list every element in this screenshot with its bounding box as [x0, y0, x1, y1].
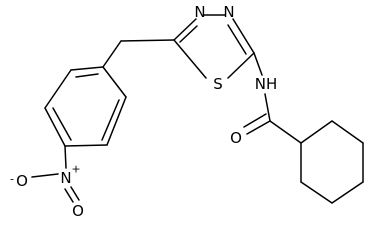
bond-ar2-ar3-inner [101, 99, 120, 141]
bond-ar1-ar2 [102, 66, 127, 98]
bond-nh-co [264, 93, 271, 122]
atom-label-s: S [213, 75, 223, 93]
bond-n3-c2 [232, 18, 255, 54]
bond-cy1-cy2 [300, 120, 333, 144]
bond-s-c5 [173, 39, 207, 79]
molecule-structure-diagram: N N S NH O N + O O - [10, 3, 364, 220]
atom-label-n3: N [223, 3, 234, 21]
bond-c5-ch2 [120, 39, 175, 42]
bonds [31, 14, 364, 204]
bond-nitro-n-o-double-b [64, 188, 74, 203]
atom-label-carbonyl-o: O [230, 129, 242, 147]
bond-n3-c2-inner [227, 24, 247, 55]
bond-cy5-cy6 [300, 181, 333, 204]
atom-label-n4: N [194, 3, 205, 21]
bond-c2-nh [253, 52, 263, 76]
bond-ar4-ar5-inner [52, 107, 72, 141]
bond-ch2-ar [102, 40, 122, 68]
bond-ar6-ar1-inner [75, 73, 99, 78]
bond-co-cy1 [269, 120, 302, 144]
atom-label-nh: NH [255, 75, 278, 93]
atom-label-nitro-n: N [60, 169, 71, 187]
bond-ar3-ar4 [64, 144, 108, 147]
charge-label-nitro-o-single: - [10, 173, 14, 186]
bond-ar6-ar1 [70, 66, 104, 71]
atom-labels: N N S NH O N + O O - [10, 3, 277, 220]
bond-co-o-a [246, 120, 271, 135]
bond-ar5-ar6 [44, 69, 72, 109]
bond-ar4-nitro-n [64, 145, 67, 169]
atom-label-nitro-o-single: O [16, 172, 28, 190]
bond-c2-s [227, 52, 255, 79]
bond-cy4-cy5 [331, 181, 364, 204]
bond-cy2-cy3 [331, 120, 364, 144]
bond-nitro-n-o-double-a [70, 186, 80, 201]
bond-ar2-ar3 [106, 96, 127, 146]
bond-c5-n4 [173, 18, 197, 41]
charge-label-nitro-n: + [71, 163, 80, 176]
bond-nitro-n-o-single [31, 173, 59, 178]
bond-c5-n4-inner [179, 25, 198, 43]
bond-co-o-b [243, 113, 267, 128]
atom-label-nitro-o-double: O [72, 202, 84, 220]
bond-ar4-ar5 [44, 107, 66, 147]
